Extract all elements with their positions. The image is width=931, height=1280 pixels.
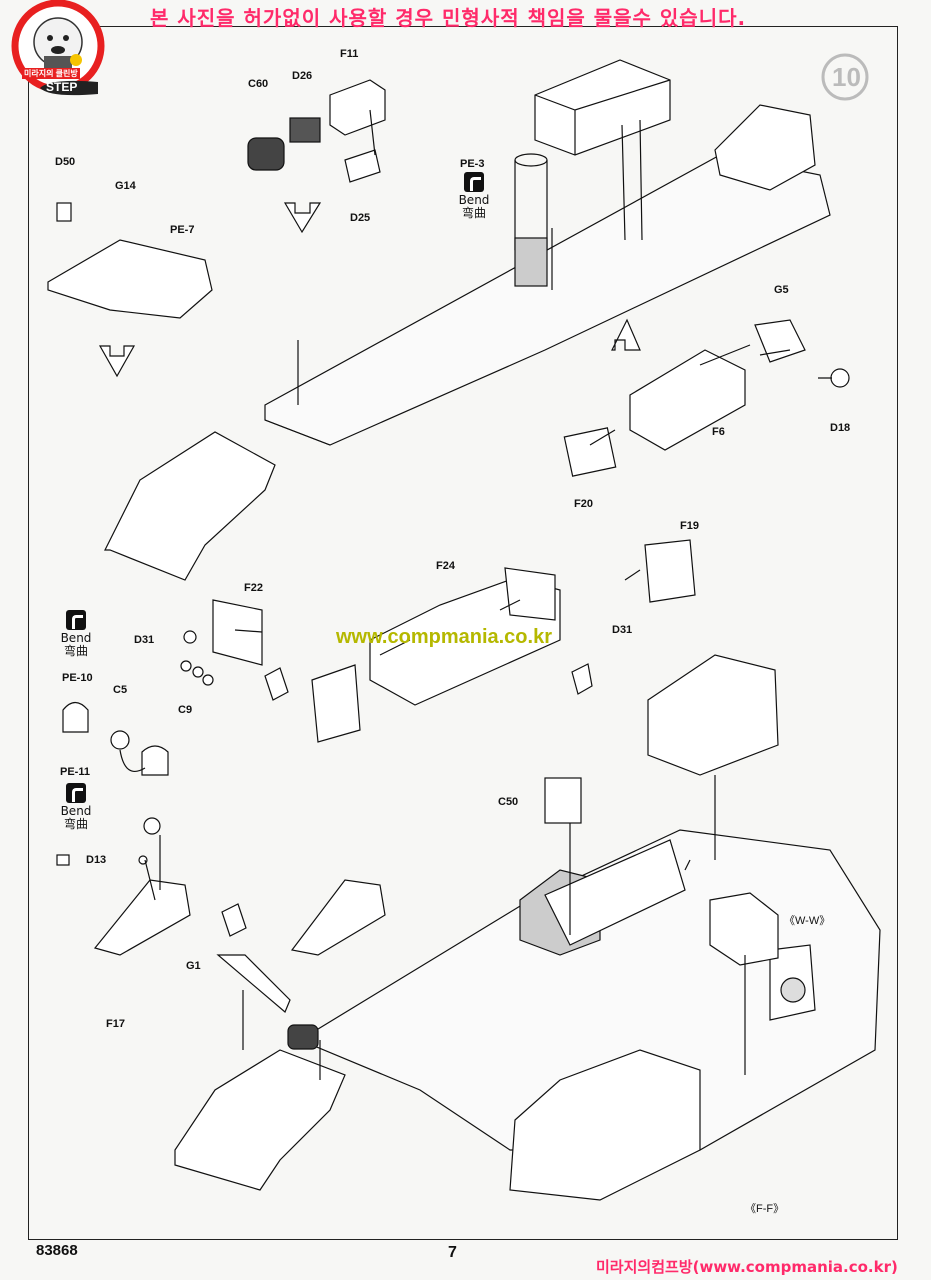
bend-label: Bend bbox=[60, 804, 92, 818]
part-d26: D26 bbox=[292, 70, 313, 82]
bend-callout-top: Bend 弯曲 bbox=[454, 172, 494, 220]
page-frame bbox=[28, 26, 898, 1240]
logo-text: 미라지의 클린방 bbox=[22, 68, 80, 79]
part-c50: C50 bbox=[498, 796, 519, 808]
part-c5: C5 bbox=[113, 684, 128, 696]
part-g5: G5 bbox=[774, 284, 789, 296]
footer-credit: 미라지의컴프방(www.compmania.co.kr) bbox=[596, 1258, 898, 1276]
step-label: STEP bbox=[46, 80, 78, 94]
part-pe10: PE-10 bbox=[62, 672, 93, 684]
part-f11: F11 bbox=[340, 48, 359, 60]
bend-label: Bend bbox=[458, 193, 490, 207]
bend-label-cn: 弯曲 bbox=[63, 644, 88, 658]
part-d31-right: D31 bbox=[612, 624, 633, 636]
part-d18: D18 bbox=[830, 422, 851, 434]
bend-callout-low: Bend 弯曲 bbox=[56, 783, 96, 831]
part-f24: F24 bbox=[436, 560, 455, 572]
part-g1: G1 bbox=[186, 960, 201, 972]
bend-icon bbox=[66, 783, 86, 803]
bend-icon bbox=[464, 172, 484, 192]
bend-label: Bend bbox=[60, 631, 92, 645]
part-f20: F20 bbox=[574, 498, 593, 510]
part-d13: D13 bbox=[86, 854, 107, 866]
part-pe3: PE-3 bbox=[460, 158, 485, 170]
part-f6: F6 bbox=[712, 426, 725, 438]
part-d50: D50 bbox=[55, 156, 76, 168]
step-badge bbox=[40, 80, 98, 96]
part-c60: C60 bbox=[248, 78, 269, 90]
bend-label-cn: 弯曲 bbox=[461, 206, 486, 220]
kit-number: 83868 bbox=[36, 1242, 78, 1259]
page-number: 7 bbox=[448, 1244, 457, 1261]
part-f22: F22 bbox=[244, 582, 263, 594]
part-f19: F19 bbox=[680, 520, 699, 532]
part-pe7: PE-7 bbox=[170, 224, 195, 236]
part-d25: D25 bbox=[350, 212, 371, 224]
part-g14: G14 bbox=[115, 180, 136, 192]
part-c9: C9 bbox=[178, 704, 193, 716]
bend-callout-mid: Bend 弯曲 bbox=[56, 610, 96, 658]
part-d31-left: D31 bbox=[134, 634, 155, 646]
part-pe11: PE-11 bbox=[60, 766, 90, 778]
part-ff: 《F-F》 bbox=[745, 1203, 785, 1215]
bend-icon bbox=[66, 610, 86, 630]
watermark-url: www.compmania.co.kr bbox=[336, 626, 552, 648]
bend-label-cn: 弯曲 bbox=[63, 817, 88, 831]
step-number: 10 bbox=[832, 62, 861, 92]
part-f17: F17 bbox=[106, 1018, 125, 1030]
step-number-circle bbox=[821, 53, 869, 101]
mirage-logo bbox=[11, 0, 105, 92]
copyright-warning: 본 사진을 허가없이 사용할 경우 민형사적 책임을 물을수 있습니다. bbox=[150, 6, 747, 30]
part-ww: 《W-W》 bbox=[784, 915, 831, 927]
